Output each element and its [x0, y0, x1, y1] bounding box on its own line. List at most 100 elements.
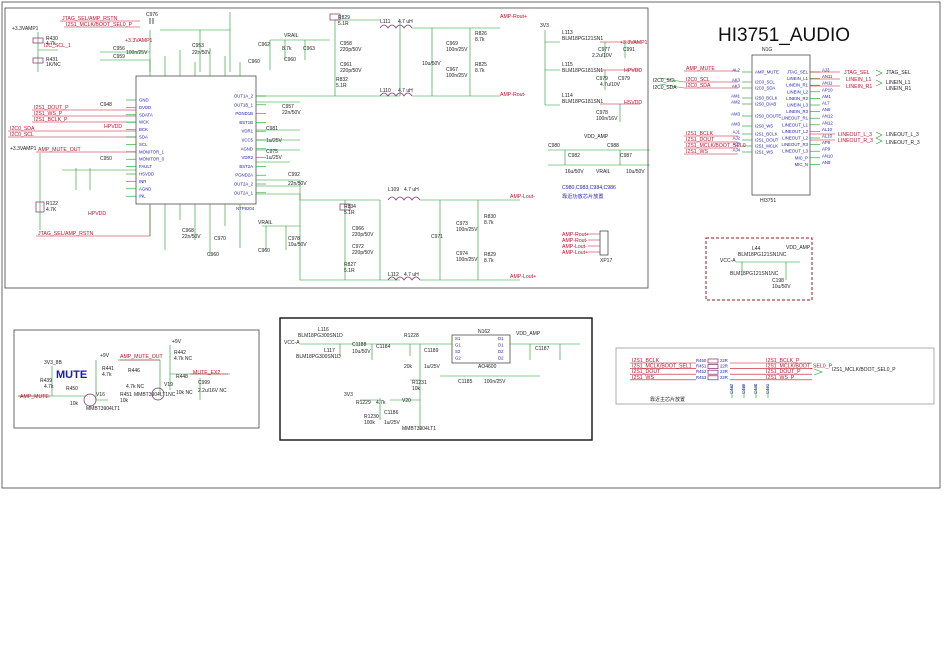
hi-right-pin-label: LINEIN_R2	[786, 96, 808, 101]
hi-out-linein-r1: LINEIN_R1	[886, 86, 912, 92]
cap-c967-val: 100n/25V	[446, 73, 468, 79]
vdd-box-vcca: VCC-A	[720, 258, 736, 264]
hi-left-pin-label: I2S0_DIAB	[755, 102, 776, 107]
ldo-c1185: C1185	[458, 379, 473, 385]
amp-ic-right-pins: OUT1A_2OUT1B_1PGND1BBST1BVDR1VCC5AGNDVDR…	[234, 94, 266, 195]
cap-c959: C959	[113, 54, 125, 60]
net-3v3-top: +3.3VAMP1	[125, 38, 153, 44]
net-i2s1-bclk-p: I2S1_BCLK_P	[34, 117, 68, 123]
hi-left-net: I2S1_BCLK	[686, 131, 714, 137]
ldo-l116: L116	[318, 327, 329, 333]
hi-right-ball: AL7	[822, 101, 830, 106]
ferrite-l113-net: +3.3VAMP1	[620, 40, 648, 46]
conn-xp17: XP17	[600, 258, 612, 264]
cap-c960: 8.7k	[282, 46, 292, 52]
mute-r442-val: 4.7k NC	[174, 356, 192, 362]
cap-c981: C981	[266, 126, 278, 132]
hi-left-pin-label: I2S0_WS	[755, 124, 773, 129]
sheet-frame	[1, 1, 941, 489]
i2s-res-ref: R453	[696, 375, 707, 380]
amp-left-pin-label: HSVDD	[139, 172, 154, 177]
hi-right-pin-label: LINEIN_R1	[786, 83, 808, 88]
cap-placement-note-cn: 靠近功放芯片放置	[562, 192, 604, 200]
hi-left-pin-label: I2S0_BCLK	[755, 96, 778, 101]
cap-c966: C966	[352, 226, 364, 232]
hi-right-ball: AN6	[822, 107, 831, 112]
ldo-r1228: R1228	[404, 333, 419, 339]
ldo-c1187: C1187	[535, 346, 550, 352]
i2s-res-ref: R452	[696, 369, 707, 374]
cap-c978-r: C978	[596, 110, 608, 116]
hi-i2c-scl-ext: I2C0_SCL	[653, 78, 676, 84]
i2s-res-val: 22R	[720, 358, 728, 363]
cap-c953-val: 22n/50V	[192, 50, 211, 56]
hi-right-pin-label: LINEOUT_L2	[782, 129, 808, 134]
res-r430: R430	[46, 36, 58, 42]
amp-ic-body	[135, 75, 257, 205]
amplifier-section: +3.3VAMP1 R430 4.7k R431 1K/NC JTAG_SEL/…	[4, 7, 650, 289]
hi-left-ball: AJ1	[733, 130, 741, 135]
mute-r439-val: 4.7k	[44, 384, 54, 390]
hi-right-ball: AP9	[822, 140, 831, 145]
ferrite-l114: L114	[562, 93, 573, 99]
vdd-box-part1: BLM18PG121SN1NC	[738, 252, 787, 258]
net-jtag-amp-rstn-top: JTAG_SEL/AMP_RSTN	[62, 16, 118, 22]
amp-left-pin-label: SDA	[139, 135, 148, 140]
ldo-r1229-val: 4.7k	[376, 400, 386, 406]
hi-right-ball: AN12	[822, 120, 833, 125]
amp-ic-left-pins: GNDDVDDSDATAWCKBCKSDASCLMONITOR_1MONITOR…	[126, 98, 165, 199]
ldo-right-pin: D2	[498, 349, 504, 354]
hi-left-pin-label: I2S0_DOUTE	[755, 114, 781, 119]
hi-right-pin-label: LINEOUT_R1	[781, 116, 808, 121]
ldo-r1228-val: 20k	[404, 364, 413, 370]
mute-r439: R439	[40, 378, 52, 384]
cap-c966-val: 220p/50V	[352, 232, 374, 238]
i2s-right-net: I2S1_WS_P	[766, 375, 795, 381]
hi-left-pin-label: I2S1_WS	[755, 150, 773, 155]
i2s-note: 靠近主芯片放置	[650, 396, 685, 403]
mute-v16: V16	[96, 392, 105, 398]
hi-right-ball: AL10	[822, 127, 833, 132]
ldo-r1231-val: 10k	[412, 386, 421, 392]
hi-out-linein-l1: LINEIN_L1	[886, 80, 911, 86]
rail-3v3-amp: +3.3VAMP1	[12, 26, 39, 32]
hi-net-linein-l1: LINEIN_L1	[846, 77, 871, 83]
cap-c977: C977	[598, 47, 610, 53]
amp-ic-name: NTP8204	[236, 206, 255, 211]
cap-c978-val: 10u/50V	[288, 242, 307, 248]
net-hpvdd-mid: HPVDD	[104, 124, 122, 130]
i2s-res-ref: R451	[696, 364, 707, 369]
amp-right-pin-label: AGND	[241, 146, 253, 151]
ind-l112-val: 4.7 uH	[404, 272, 419, 278]
ldo-3v3: 3V3	[344, 392, 353, 398]
hi-left-ball: AM2	[731, 100, 740, 105]
hi-left-ball: AJ4	[733, 148, 741, 153]
cap-10u50v-a: C960	[248, 59, 260, 65]
net-i2s1-mclk-top: I2S1_MCLK/BOOT_SEL0_P	[66, 22, 133, 28]
i2s-right-net: I2S1_BCLK_P	[766, 358, 800, 364]
amp-right-pin-label: OUT2A_1	[234, 190, 254, 195]
hi-right-ball: AJ3	[822, 68, 830, 73]
conn-pin4-net: AMP-Lout+	[562, 250, 588, 256]
ldo-v20-part: MMBT3904LT1	[402, 426, 436, 432]
ldo-r1231: R1231	[412, 380, 427, 386]
vdd-box-ref: L44	[752, 246, 761, 252]
rail-vrail-top: VRAIL	[284, 33, 299, 39]
mute-r450-val: 10k	[70, 401, 79, 407]
mute-net-9v-b: +9V	[172, 339, 182, 345]
hi-net-linein-r1: LINEIN_R1	[846, 84, 872, 90]
net-amp-mute-out: AMP_MUTE_OUT	[38, 147, 81, 153]
amp-right-pin-label: OUT2A_2	[234, 182, 254, 187]
hi-right-ball: AP10	[822, 87, 833, 92]
hi-right-pin-label: LINEIN_R3	[786, 109, 808, 114]
mute-net-ex2: MUTE_EX2	[193, 370, 221, 376]
res-r826-val: 8.7k	[475, 37, 485, 43]
hi-left-pin-label: I2S1_BCLK	[755, 132, 778, 137]
net-amp-rout-minus: AMP-Rout-	[500, 92, 526, 98]
net-i2c-scl-top: I2C_SCL_1	[44, 43, 71, 49]
cap-c974: C974	[456, 251, 468, 257]
hi-right-ball: AN11	[822, 74, 833, 79]
